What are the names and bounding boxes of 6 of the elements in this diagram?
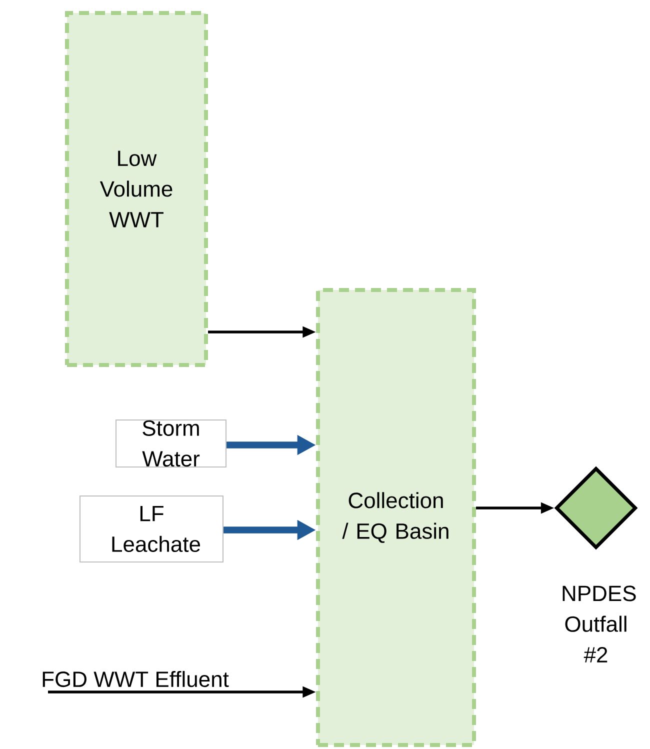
- basin-box: Low Volume WWT: [65, 11, 208, 367]
- basin-box: Collection / EQ Basin: [316, 288, 476, 747]
- edge-label: FGD WWT Effluent: [40, 670, 230, 688]
- source-box: LF Leachate: [79, 495, 224, 563]
- source-box: Storm Water: [115, 419, 227, 468]
- node-caption: NPDES Outfall #2: [562, 586, 636, 662]
